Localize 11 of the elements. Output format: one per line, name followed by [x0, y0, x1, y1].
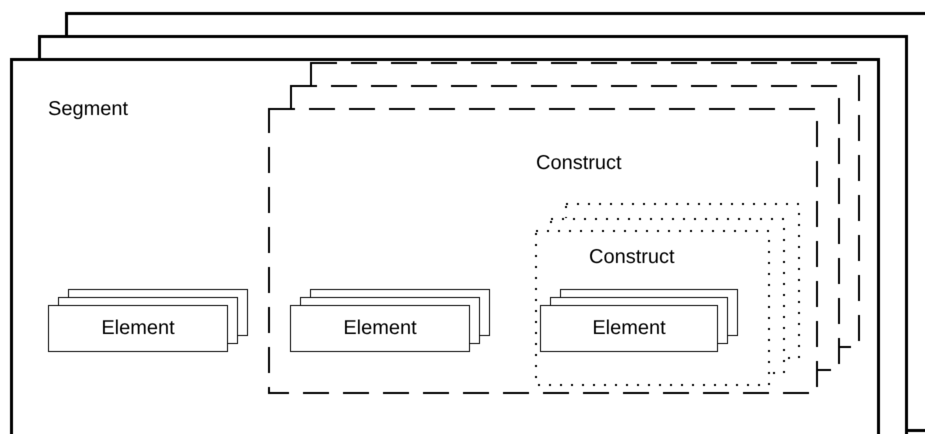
- element-box: [540, 305, 718, 352]
- element-label: Element: [342, 316, 418, 341]
- segment-frame: [10, 58, 880, 434]
- element-label: Element: [591, 316, 667, 341]
- construct-frame: [268, 108, 818, 394]
- element-box: [290, 305, 470, 352]
- element-label: Element: [100, 316, 176, 341]
- frame-label: Construct: [536, 151, 622, 176]
- frame-label: Construct: [589, 245, 675, 270]
- frame-label: Segment: [48, 97, 128, 122]
- element-box: [48, 305, 228, 352]
